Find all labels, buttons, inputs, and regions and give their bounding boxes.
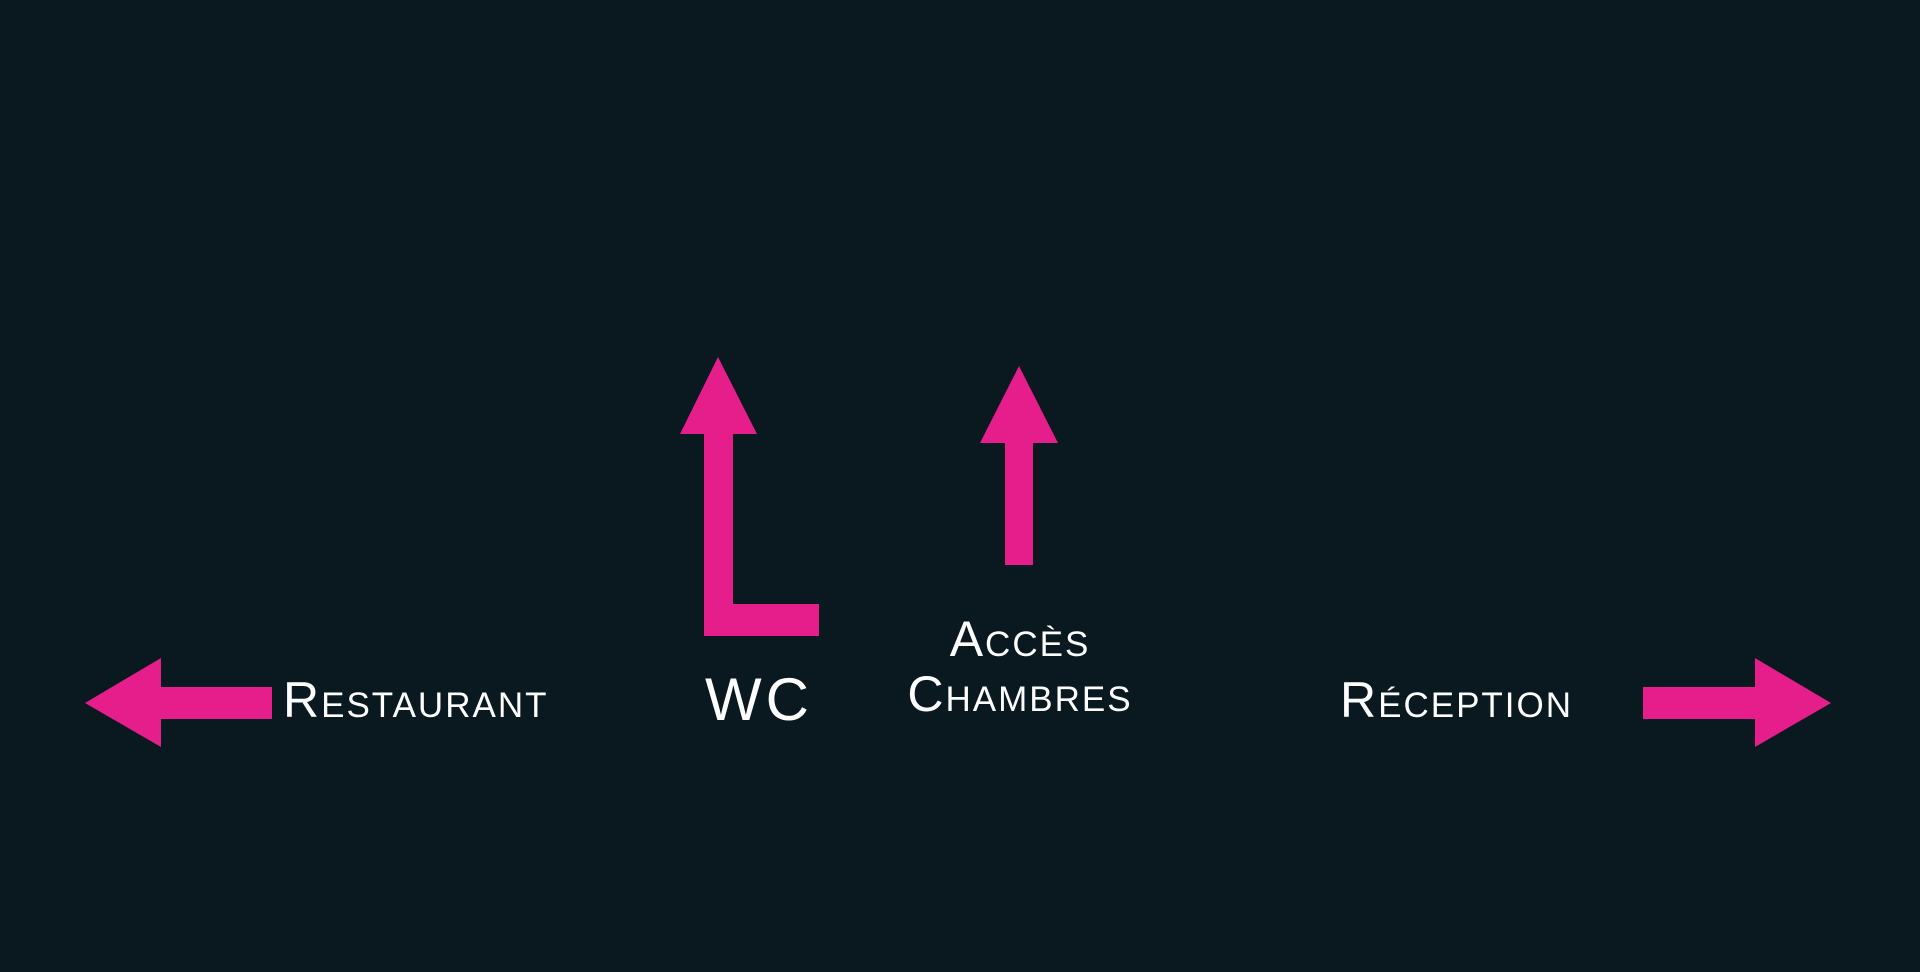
chambres-label-line2: Chambres	[907, 666, 1133, 722]
wc-bent-arrow-icon	[680, 357, 819, 636]
chambres-label-line1: Accès	[949, 611, 1091, 667]
left-arrow-icon	[85, 658, 272, 747]
up-arrow-icon	[980, 366, 1058, 565]
chambres-label: Accès Chambres	[870, 612, 1170, 722]
restaurant-label: Restaurant	[283, 672, 549, 728]
reception-label: Réception	[1340, 672, 1574, 728]
wc-label: WC	[705, 666, 813, 733]
right-arrow-icon	[1643, 658, 1831, 747]
